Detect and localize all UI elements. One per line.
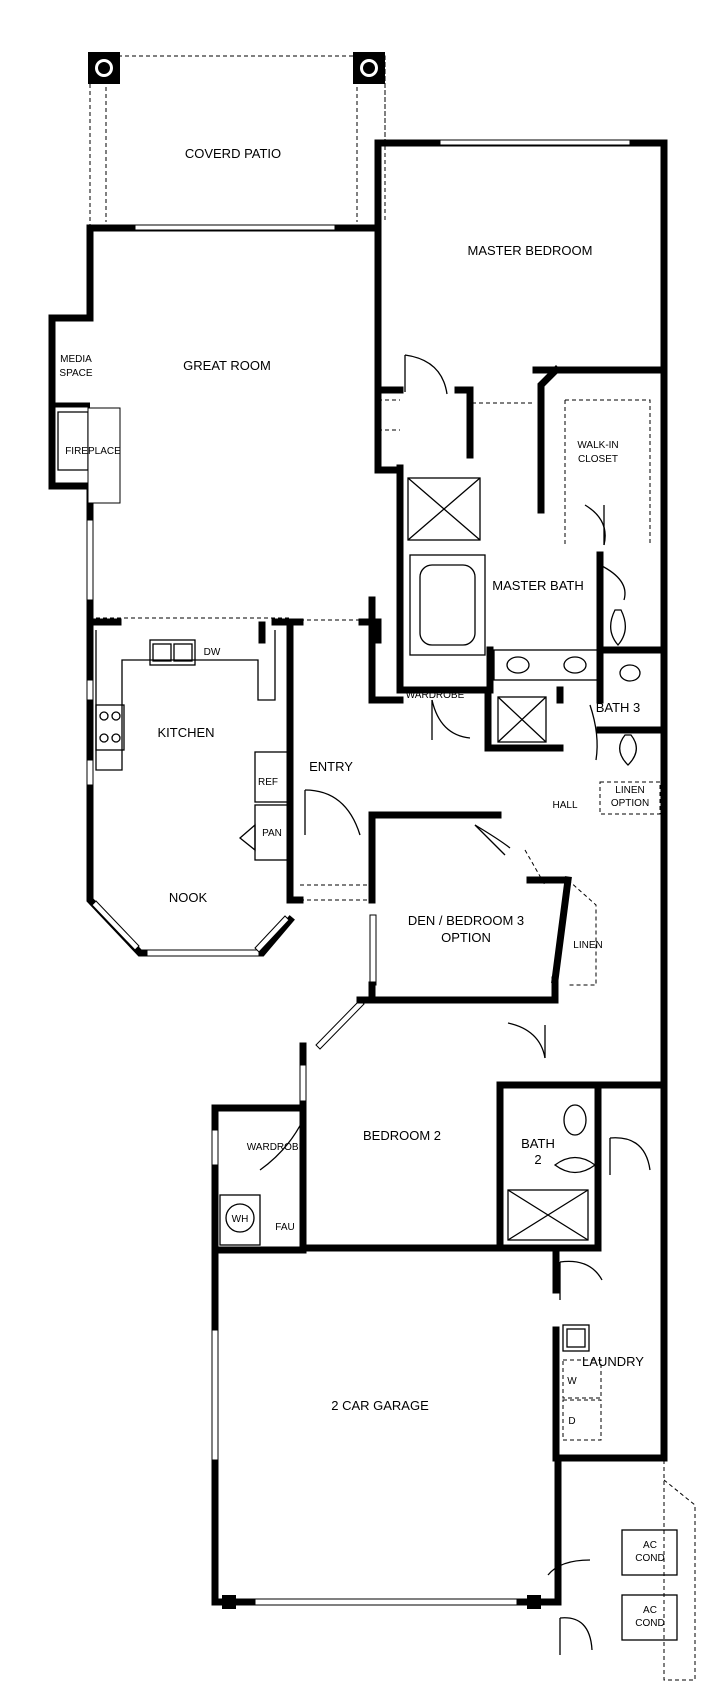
label-dryer: D bbox=[568, 1416, 575, 1427]
door-swings bbox=[259, 354, 651, 1655]
label-linen-option-1: LINEN bbox=[615, 785, 644, 796]
label-dw: DW bbox=[204, 647, 221, 658]
fixtures bbox=[95, 399, 696, 1681]
label-wardrobe-master: WARDROBE bbox=[406, 690, 465, 701]
label-laundry: LAUNDRY bbox=[582, 1354, 644, 1369]
label-fireplace: FIREPLACE bbox=[65, 446, 121, 457]
label-bath-2: BATH bbox=[521, 1136, 555, 1151]
label-hall: HALL bbox=[552, 800, 577, 811]
room-labels: COVERD PATIO MASTER BEDROOM MEDIA SPACE … bbox=[59, 146, 664, 1629]
label-space: SPACE bbox=[59, 368, 92, 379]
label-covered-patio: COVERD PATIO bbox=[185, 146, 281, 161]
label-wh: WH bbox=[232, 1214, 249, 1225]
interior-walls bbox=[92, 365, 668, 1462]
label-linen: LINEN bbox=[573, 940, 602, 951]
label-pan: PAN bbox=[262, 828, 282, 839]
windows bbox=[86, 139, 631, 1606]
label-fau: FAU bbox=[275, 1222, 294, 1233]
covered-patio bbox=[88, 52, 386, 225]
label-bath-3: BATH 3 bbox=[596, 700, 641, 715]
label-walk-in: WALK-IN bbox=[577, 440, 618, 451]
label-den: DEN / BEDROOM 3 bbox=[408, 913, 524, 928]
label-nook: NOOK bbox=[169, 890, 208, 905]
label-ac-1: AC bbox=[643, 1540, 657, 1551]
label-master-bath: MASTER BATH bbox=[492, 578, 584, 593]
label-great-room: GREAT ROOM bbox=[183, 358, 271, 373]
label-kitchen: KITCHEN bbox=[157, 725, 214, 740]
label-ac-2: AC bbox=[643, 1605, 657, 1616]
label-garage: 2 CAR GARAGE bbox=[331, 1398, 429, 1413]
label-wardrobe-bed2: WARDROBE bbox=[247, 1142, 306, 1153]
label-entry: ENTRY bbox=[309, 759, 353, 774]
label-cond-2: COND bbox=[635, 1618, 664, 1629]
label-closet: CLOSET bbox=[578, 454, 618, 465]
label-media: MEDIA bbox=[60, 354, 92, 365]
label-master-bedroom: MASTER BEDROOM bbox=[468, 243, 593, 258]
fireplace bbox=[52, 402, 121, 504]
label-bedroom-2: BEDROOM 2 bbox=[363, 1128, 441, 1143]
label-ref: REF bbox=[258, 777, 278, 788]
label-linen-option-2: OPTION bbox=[611, 798, 649, 809]
label-bath-2-num: 2 bbox=[534, 1152, 541, 1167]
label-cond-1: COND bbox=[635, 1553, 664, 1564]
label-washer: W bbox=[567, 1376, 577, 1387]
label-den-option: OPTION bbox=[441, 930, 491, 945]
